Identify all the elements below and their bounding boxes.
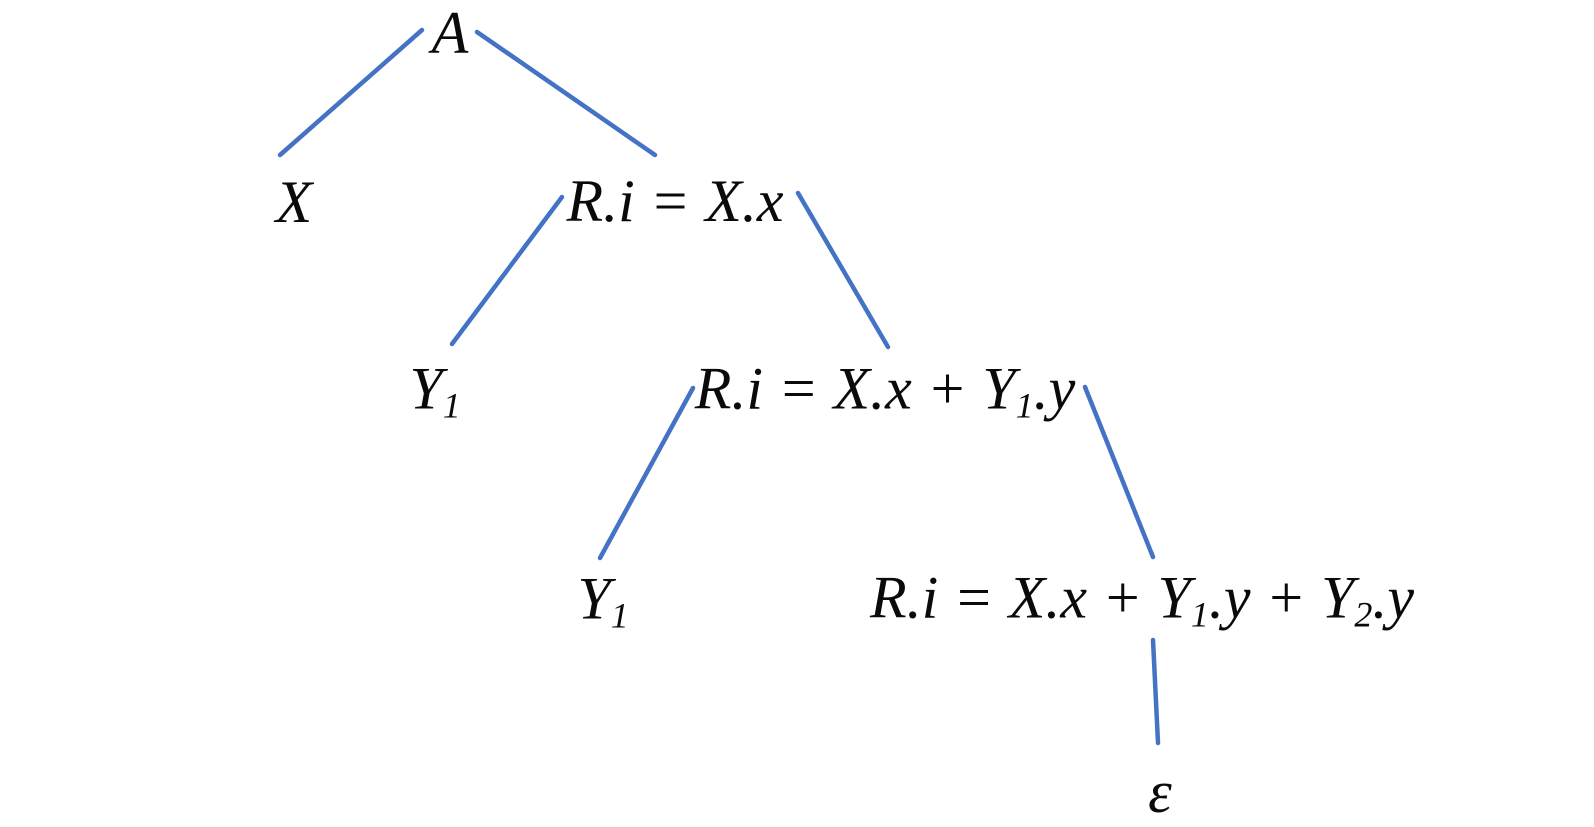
node-label-text: X (275, 169, 313, 235)
node-label-text: R.i = X.x + Y (694, 355, 1016, 422)
node-label-text: A (431, 0, 469, 66)
tree-edge-R2-R3 (1082, 384, 1156, 560)
tree-node-R2: R.i = X.x + Y1.y (695, 359, 1076, 424)
tree-node-Y1b: Y1 (577, 569, 628, 634)
node-label-subscript: 1 (1190, 594, 1209, 635)
tree-node-A: A (432, 3, 469, 63)
tree-node-R1: R.i = X.x (566, 171, 783, 231)
tree-edge-A-R1 (474, 29, 658, 158)
node-label-subscript: 1 (1015, 385, 1034, 426)
tree-edge-A-X (277, 27, 425, 158)
node-label-subscript: 1 (442, 385, 461, 426)
node-label-text: Y (577, 565, 611, 632)
node-label-subscript: 1 (610, 595, 629, 636)
node-label-text: ε (1148, 759, 1172, 825)
tree-edge-R3-eps (1150, 637, 1161, 746)
node-label-text: R.i = X.x + Y (869, 564, 1191, 631)
node-label-subscript: 2 (1354, 594, 1373, 635)
tree-edge-R1-R2 (795, 190, 891, 350)
tree-edge-R1-Y1a (449, 194, 565, 347)
tree-node-R3: R.i = X.x + Y1.y + Y2.y (870, 568, 1414, 633)
node-label-text: .y + Y (1208, 564, 1355, 631)
node-label-text: R.i = X.x (566, 168, 784, 234)
tree-node-X: X (276, 172, 313, 232)
node-label-text: .y (1033, 355, 1076, 422)
tree-node-Y1a: Y1 (409, 359, 460, 424)
tree-node-eps: ε (1148, 762, 1172, 822)
node-label-text: Y (409, 355, 443, 422)
tree-edge-R2-Y1b (597, 385, 696, 561)
node-label-text: .y (1372, 564, 1415, 631)
